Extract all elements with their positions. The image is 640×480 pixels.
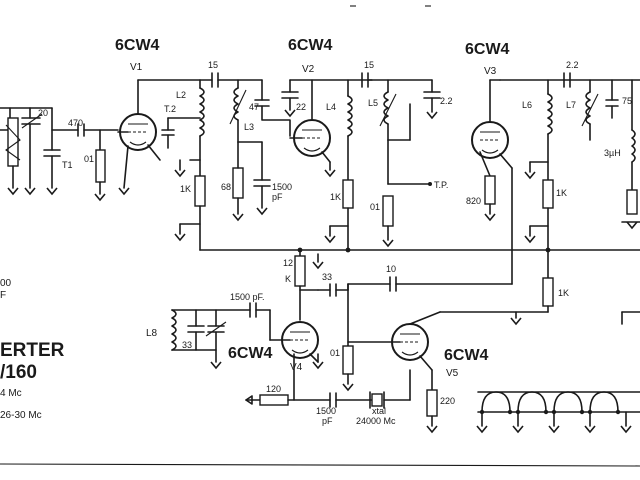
r-12k-unit: K [285, 274, 291, 284]
r-01-a-label: 01 [84, 154, 94, 164]
c-15-b-label: 15 [364, 60, 374, 70]
c-1500-a-unit: pF [272, 192, 283, 202]
v2-anode-network: 22 L4 1K 15 L5 T.P. 01 [281, 60, 453, 251]
v2-type: 6CW4 [288, 37, 333, 54]
input-network: 20 T1 470 01 [0, 107, 119, 202]
title-block: 00 F ERTER /160 4 Mc 26-30 Mc [0, 278, 65, 421]
c-75-label: 75 [622, 96, 632, 106]
r-1k-a-label: 1K [180, 184, 191, 194]
title-line-3: 4 Mc [0, 388, 22, 399]
v1-ref: V1 [130, 62, 143, 73]
v3-anode-network: L6 1K 2.2 L7 75 3µH [499, 60, 640, 251]
r-120-label: 120 [266, 384, 281, 394]
c-22-b-label: 2.2 [440, 96, 453, 106]
r-1k-c-label: 1K [556, 188, 567, 198]
c-47-label: 47 [249, 102, 259, 112]
c-33-a-label: 33 [322, 272, 332, 282]
tube-v4: 6CW4 V4 [228, 321, 324, 401]
oscillator-tank: 1500 pF. L8 33 [146, 292, 271, 370]
c-470-label: 470 [68, 118, 83, 128]
v1-type: 6CW4 [115, 37, 160, 54]
v3-ref: V3 [484, 66, 497, 77]
v4-ref: V4 [290, 362, 303, 373]
c-22-a-label: 22 [296, 102, 306, 112]
v5-ref: V5 [446, 368, 459, 379]
l2-label: L2 [176, 90, 186, 100]
tube-v2: 6CW4 V2 [288, 37, 333, 163]
v1-anode-network: L2 T.2 15 L3 47 68 [137, 60, 292, 251]
left-value-b: F [0, 290, 6, 301]
v4-type: 6CW4 [228, 345, 273, 362]
c-1500-c-unit: pF [322, 416, 333, 426]
l3-label: L3 [244, 122, 254, 132]
l6-label: L6 [522, 100, 532, 110]
c-15-a-label: 15 [208, 60, 218, 70]
l5-label: L5 [368, 98, 378, 108]
r-220-label: 220 [440, 396, 455, 406]
tube-v5: 220 6CW4 V5 [347, 311, 489, 434]
title-line-4: 26-30 Mc [0, 410, 42, 421]
v2-ref: V2 [302, 64, 315, 75]
l-3uh-label: 3µH [604, 148, 621, 158]
c-t2-label: T.2 [164, 104, 176, 114]
c-1500-b-label: 1500 pF. [230, 292, 265, 302]
v5-type: 6CW4 [444, 347, 489, 364]
c-1500-c-label: 1500 [316, 406, 336, 416]
oscillator-output: 01 120 1500 pF xtal 24000 Mc [245, 283, 411, 426]
t1-label: T1 [62, 160, 73, 170]
v3-type: 6CW4 [465, 41, 510, 58]
title-line-2: /160 [0, 362, 37, 383]
xtal-freq-label: 24000 Mc [356, 416, 396, 426]
r-01-b-label: 01 [370, 202, 380, 212]
r-1k-d-label: 1K [558, 288, 569, 298]
r-820-label: 820 [466, 196, 481, 206]
c-22-c-label: 2.2 [566, 60, 579, 70]
r-68-label: 68 [221, 182, 231, 192]
title-line-1: ERTER [0, 340, 65, 361]
c-10-label: 10 [386, 264, 396, 274]
tube-v1: 6CW4 V1 [115, 37, 161, 196]
r-01-c-label: 01 [330, 348, 340, 358]
tp-label: T.P. [434, 180, 448, 190]
xtal-label: xtal [372, 406, 386, 416]
c-33-b-label: 33 [182, 340, 192, 350]
l4-label: L4 [326, 102, 336, 112]
hv-bus: 12 K 33 10 1K [199, 167, 640, 326]
l8-label: L8 [146, 328, 158, 339]
l7-label: L7 [566, 100, 576, 110]
c-20-label: 20 [38, 108, 48, 118]
tube-v3: 6CW4 V3 820 [465, 41, 513, 222]
r-12k-label: 12 [283, 258, 293, 268]
c-1500-a-label: 1500 [272, 182, 292, 192]
left-value-a: 00 [0, 278, 12, 289]
r-1k-b-label: 1K [330, 192, 341, 202]
heater-chain [476, 391, 640, 434]
